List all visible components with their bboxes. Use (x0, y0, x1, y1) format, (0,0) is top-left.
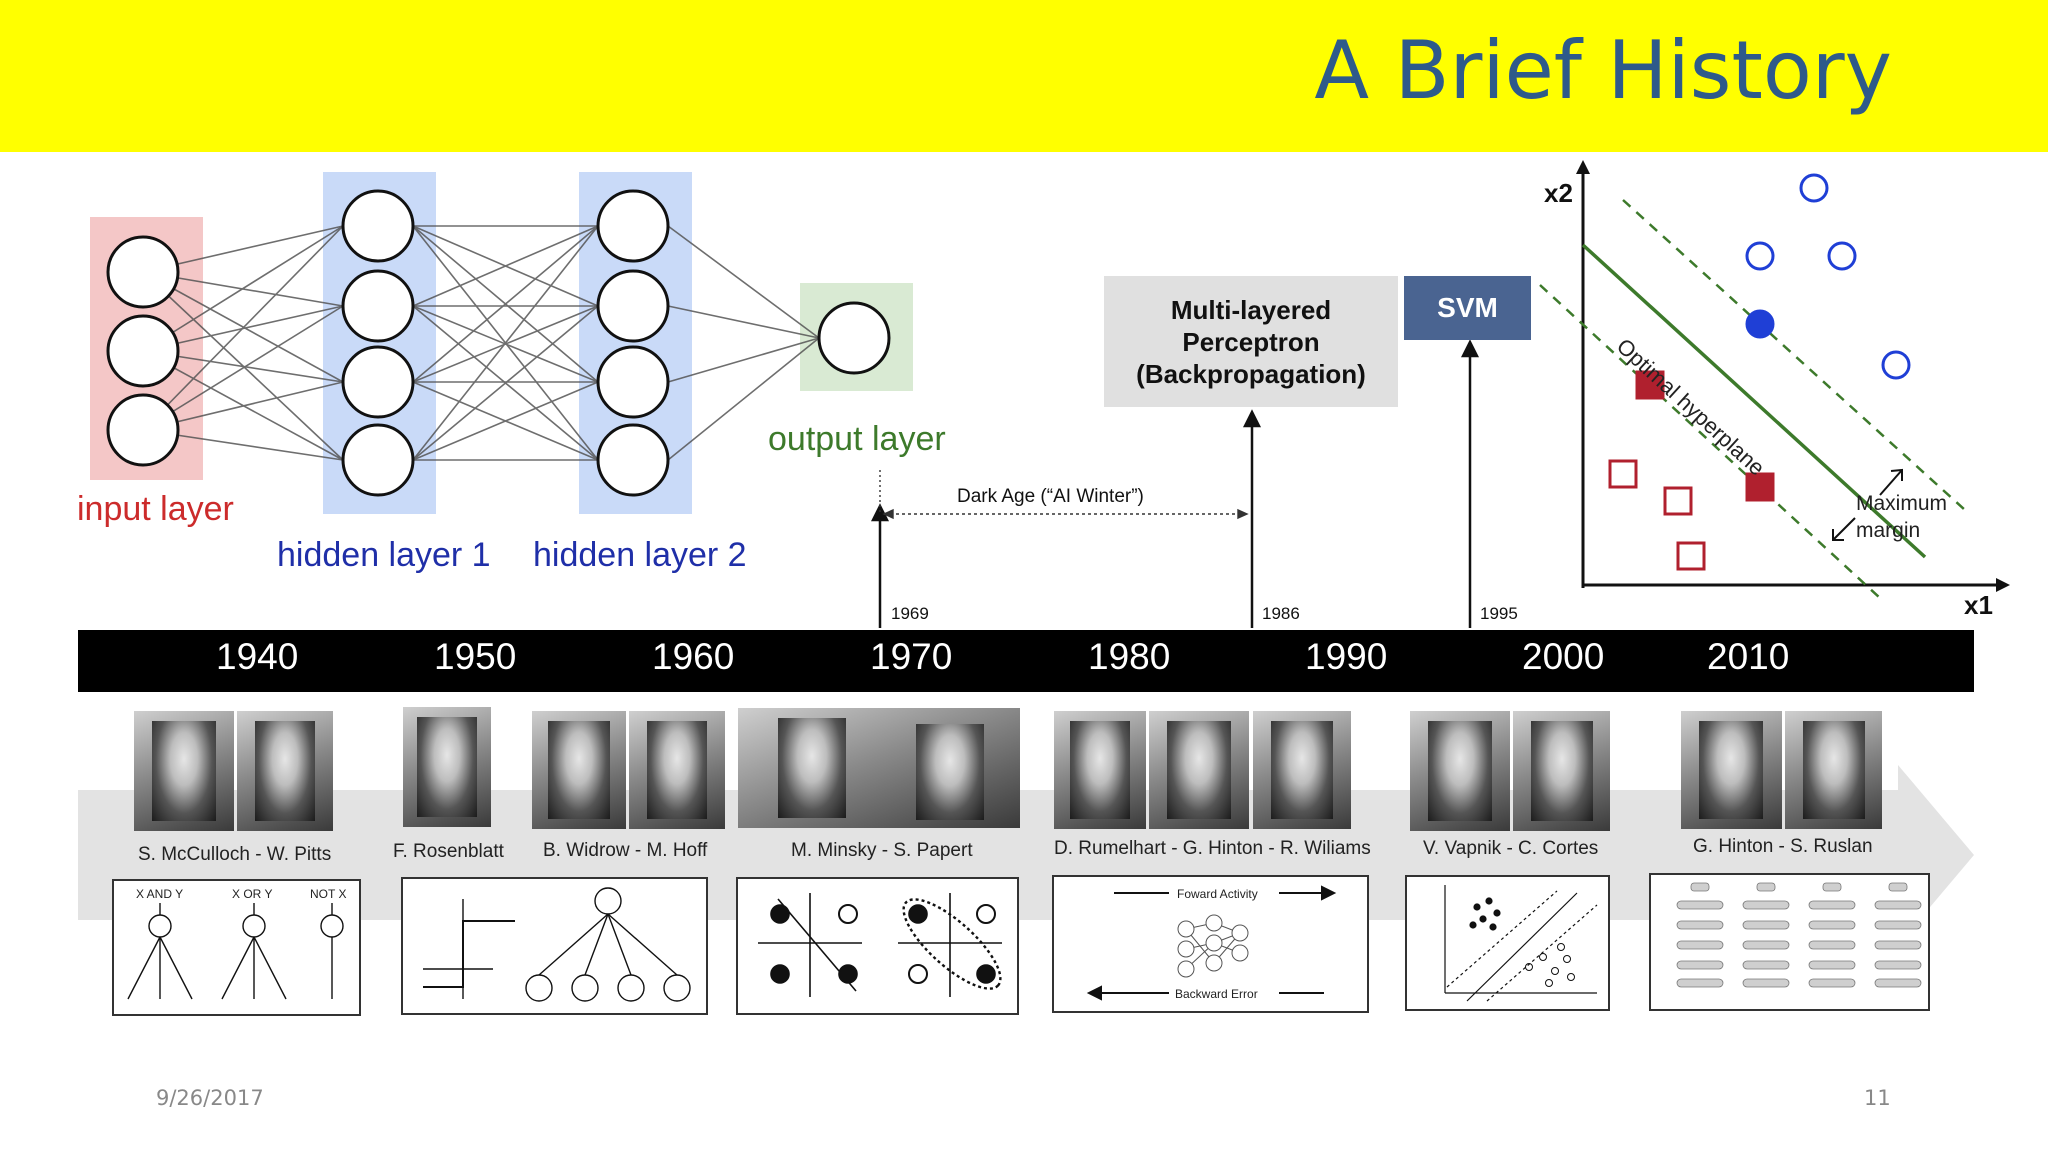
portrait-cortes (1513, 711, 1610, 831)
logic-and-label: X AND Y (136, 887, 184, 901)
perceptron-diagram (423, 887, 691, 1002)
timeline-bar (78, 630, 1974, 692)
dark-age-span (879, 470, 1249, 520)
decade-label: 2000 (1522, 636, 1605, 677)
portrait-mcculloch (134, 711, 234, 831)
portrait-hinton-2 (1681, 711, 1782, 829)
red-class-points (1608, 370, 1775, 571)
year-1995: 1995 (1480, 604, 1518, 623)
network-connections (142, 225, 820, 461)
decade-label: 1970 (870, 636, 953, 677)
caption-hinton-ruslan: G. Hinton - S. Ruslan (1693, 836, 1873, 857)
xor-card (736, 877, 1019, 1015)
deep-learning-card (1649, 873, 1930, 1011)
caption-widrow-hoff: B. Widrow - M. Hoff (543, 840, 708, 861)
svm-box: SVM (1404, 276, 1531, 340)
input-layer-label: input layer (77, 490, 234, 528)
mlp-box: Multi-layered Perceptron (Backpropagatio… (1104, 276, 1398, 407)
deep-learning-diagram (1676, 882, 1922, 988)
portrait-williams (1253, 711, 1351, 829)
portrait-hoff (629, 711, 725, 829)
portrait-rosenblatt (403, 707, 491, 827)
caption-mcculloch-pitts: S. McCulloch - W. Pitts (138, 844, 332, 865)
margin-label: Maximum margin (1856, 492, 1948, 542)
dark-age-label: Dark Age (“AI Winter”) (957, 486, 1144, 507)
decade-label: 1960 (652, 636, 735, 677)
svm-mini-diagram (1444, 885, 1598, 1002)
output-layer-label: output layer (768, 420, 946, 458)
slide-number: 11 (1864, 1086, 1891, 1110)
backprop-diagram (1086, 885, 1337, 1001)
logic-gates-diagram (127, 903, 344, 1000)
portrait-widrow (532, 711, 626, 829)
decade-label: 1980 (1088, 636, 1171, 677)
logic-gates-card: X AND Y X OR Y NOT X (112, 879, 361, 1016)
caption-minsky-papert: M. Minsky - S. Papert (791, 840, 973, 861)
xor-diagram (758, 893, 1002, 997)
svm-plot (1539, 160, 2010, 599)
year-1969: 1969 (891, 604, 929, 623)
portrait-ruslan (1785, 711, 1882, 829)
slide-date: 9/26/2017 (156, 1086, 264, 1110)
hidden-layer-2-label: hidden layer 2 (533, 536, 747, 574)
decade-label: 1950 (434, 636, 517, 677)
portrait-vapnik (1410, 711, 1510, 831)
logic-not-label: NOT X (310, 887, 347, 901)
backward-error-label: Backward Error (1175, 987, 1258, 1001)
title-bar (0, 0, 2048, 152)
decade-label: 2010 (1707, 636, 1790, 677)
portrait-pitts (237, 711, 333, 831)
blue-class-points (1745, 173, 1911, 380)
backprop-card: Foward Activity Backward Error (1052, 875, 1369, 1013)
svm-x-axis-label: x1 (1964, 590, 1993, 620)
caption-rosenblatt: F. Rosenblatt (393, 841, 504, 862)
portrait-hinton (1149, 711, 1249, 829)
logic-or-label: X OR Y (232, 887, 273, 901)
svm-y-axis-label: x2 (1544, 178, 1573, 208)
forward-activity-label: Foward Activity (1177, 887, 1258, 901)
perceptron-card (401, 877, 708, 1015)
milestone-arrows (870, 339, 1480, 628)
network-neurons (106, 189, 891, 497)
decade-label: 1940 (216, 636, 299, 677)
year-1986: 1986 (1262, 604, 1300, 623)
portrait-minsky-papert (738, 708, 1020, 828)
svm-mini-card (1405, 875, 1610, 1011)
portrait-rumelhart (1054, 711, 1146, 829)
decade-label: 1990 (1305, 636, 1388, 677)
hidden-layer-1-label: hidden layer 1 (277, 536, 491, 574)
caption-vapnik-cortes: V. Vapnik - C. Cortes (1423, 838, 1599, 859)
margin-arrows (1832, 468, 1903, 541)
slide-title: A Brief History (1314, 24, 1892, 117)
caption-rumelhart-hinton-williams: D. Rumelhart - G. Hinton - R. Wiliams (1054, 838, 1371, 859)
